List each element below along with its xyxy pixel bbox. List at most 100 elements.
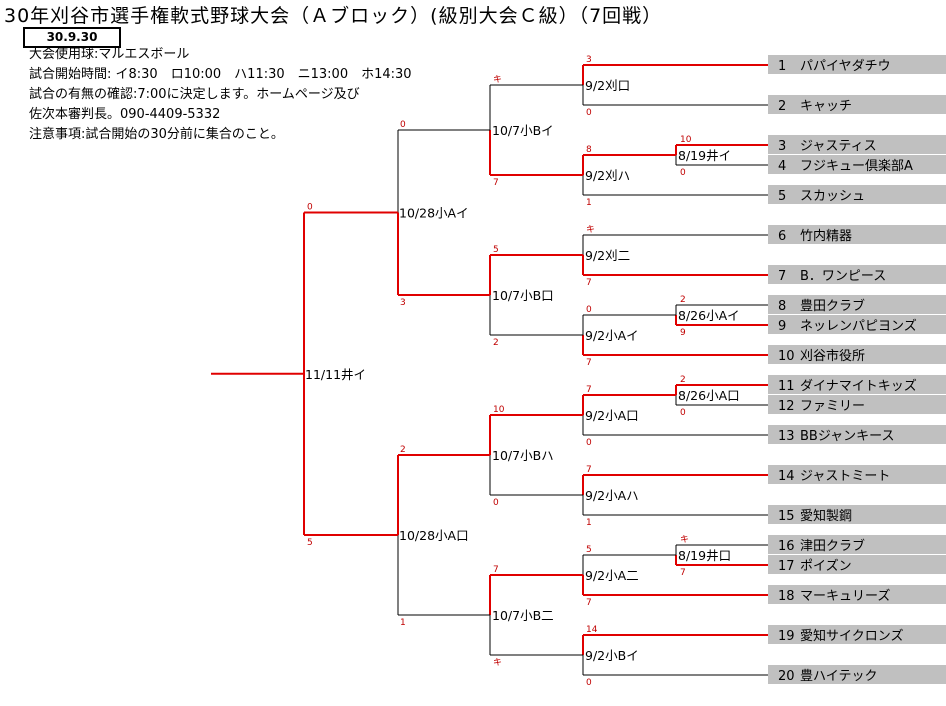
match-label-r2: 9/2小Bイ xyxy=(585,648,639,663)
team-row-bg xyxy=(768,425,946,444)
info-contact: 佐次本審判長。090-4409-5332 xyxy=(29,107,221,122)
score-bottom: 7 xyxy=(586,598,592,608)
team-name: フジキュー倶楽部A xyxy=(800,158,913,174)
score-top: 0 xyxy=(307,203,313,213)
match-label-r4: 10/28小A口 xyxy=(399,528,469,543)
team-number: 2 xyxy=(778,99,786,114)
match-label-r3: 10/7小B二 xyxy=(492,608,554,623)
team-number: 5 xyxy=(778,189,786,204)
team-row-bg xyxy=(768,395,946,414)
team-number: 18 xyxy=(778,589,795,604)
team-name: 愛知サイクロンズ xyxy=(800,628,903,644)
match-label-r2: 9/2刈ハ xyxy=(585,168,630,183)
score-bottom: 0 xyxy=(493,498,499,508)
team-name: 竹内精器 xyxy=(800,228,852,244)
score-bottom: 9 xyxy=(680,328,686,338)
team-row-bg xyxy=(768,375,946,394)
team-name: キャッチ xyxy=(800,99,852,114)
team-name: スカッシュ xyxy=(800,189,865,204)
score-bottom: 2 xyxy=(493,338,499,348)
score-top: 7 xyxy=(493,565,499,575)
page-title: 30年刈谷市選手権軟式野球大会（Ａブロック）(級別大会Ｃ級）（7回戦） xyxy=(4,5,663,27)
score-top: 2 xyxy=(680,295,686,305)
team-row-bg xyxy=(768,465,946,484)
score-bottom: 0 xyxy=(586,108,592,118)
team-row-bg xyxy=(768,185,946,204)
score-top: キ xyxy=(493,75,502,85)
team-name: BBジャンキース xyxy=(800,429,895,444)
team-name: 豊田クラブ xyxy=(800,298,865,314)
score-top: 10 xyxy=(493,405,505,415)
team-name: 愛知製鋼 xyxy=(800,508,852,524)
team-name: ポイズン xyxy=(800,558,852,574)
match-label-r1: 8/19井イ xyxy=(678,148,731,163)
match-label-r1: 8/19井口 xyxy=(678,548,731,563)
score-bottom: 7 xyxy=(586,358,592,368)
team-row-bg xyxy=(768,265,946,284)
team-number: 15 xyxy=(778,509,795,524)
score-bottom: 7 xyxy=(586,278,592,288)
info-notice: 注意事項:試合開始の30分前に集合のこと。 xyxy=(29,127,284,142)
score-top: 14 xyxy=(586,625,598,635)
match-label-r1: 8/26小Aイ xyxy=(678,308,740,323)
score-bottom: 5 xyxy=(307,538,313,548)
score-top: キ xyxy=(680,535,689,545)
match-label-r2: 9/2刈二 xyxy=(585,248,630,263)
team-number: 10 xyxy=(778,349,795,364)
team-row-bg xyxy=(768,95,946,114)
score-bottom: 7 xyxy=(493,178,499,188)
team-number: 3 xyxy=(778,139,786,154)
team-number: 20 xyxy=(778,669,795,684)
team-row-bg xyxy=(768,135,946,154)
team-number: 7 xyxy=(778,269,786,284)
info-ball: 大会使用球:マルエスボール xyxy=(29,47,190,62)
score-top: 5 xyxy=(493,245,499,255)
score-top: 7 xyxy=(586,385,592,395)
team-number: 14 xyxy=(778,469,795,484)
team-number: 1 xyxy=(778,59,786,74)
score-bottom: 0 xyxy=(680,168,686,178)
team-row-bg xyxy=(768,555,946,574)
team-number: 13 xyxy=(778,429,795,444)
match-label-r4: 10/28小Aイ xyxy=(399,206,469,221)
score-top: 2 xyxy=(400,445,406,455)
score-top: 3 xyxy=(586,55,592,65)
team-name: ジャスティス xyxy=(800,139,877,154)
team-number: 17 xyxy=(778,559,795,574)
score-bottom: 0 xyxy=(680,408,686,418)
team-row-bg xyxy=(768,665,946,684)
team-name: ダイナマイトキッズ xyxy=(800,378,917,394)
team-number: 11 xyxy=(778,379,795,394)
team-row-bg xyxy=(768,625,946,644)
match-label-r3: 10/7小Bハ xyxy=(492,448,554,463)
match-label-r3: 10/7小Bイ xyxy=(492,123,554,138)
score-top: 7 xyxy=(586,465,592,475)
score-top: 5 xyxy=(586,545,592,555)
team-number: 4 xyxy=(778,159,786,174)
team-row-bg xyxy=(768,55,946,74)
team-number: 9 xyxy=(778,319,786,334)
team-name: パパイヤダチウ xyxy=(800,59,891,74)
team-number: 8 xyxy=(778,299,786,314)
score-bottom: 1 xyxy=(400,618,406,628)
team-name: B．ワンピース xyxy=(800,269,886,284)
team-name: マーキュリーズ xyxy=(800,588,890,604)
match-label-r2: 9/2小A口 xyxy=(585,408,639,423)
team-row-bg xyxy=(768,585,946,604)
score-bottom: 0 xyxy=(586,678,592,688)
score-bottom: 3 xyxy=(400,298,406,308)
match-label-r1: 8/26小A口 xyxy=(678,388,740,403)
score-bottom: 7 xyxy=(680,568,686,578)
match-label-r2: 9/2小Aハ xyxy=(585,488,639,503)
score-top: 0 xyxy=(586,305,592,315)
score-bottom: 0 xyxy=(586,438,592,448)
team-number: 19 xyxy=(778,629,795,644)
team-row-bg xyxy=(768,295,946,314)
team-name: 津田クラブ xyxy=(800,538,865,554)
team-name: 刈谷市役所 xyxy=(800,348,865,364)
team-name: ジャストミート xyxy=(800,469,890,484)
score-bottom: 1 xyxy=(586,518,592,528)
score-top: 10 xyxy=(680,135,692,145)
team-row-bg xyxy=(768,535,946,554)
